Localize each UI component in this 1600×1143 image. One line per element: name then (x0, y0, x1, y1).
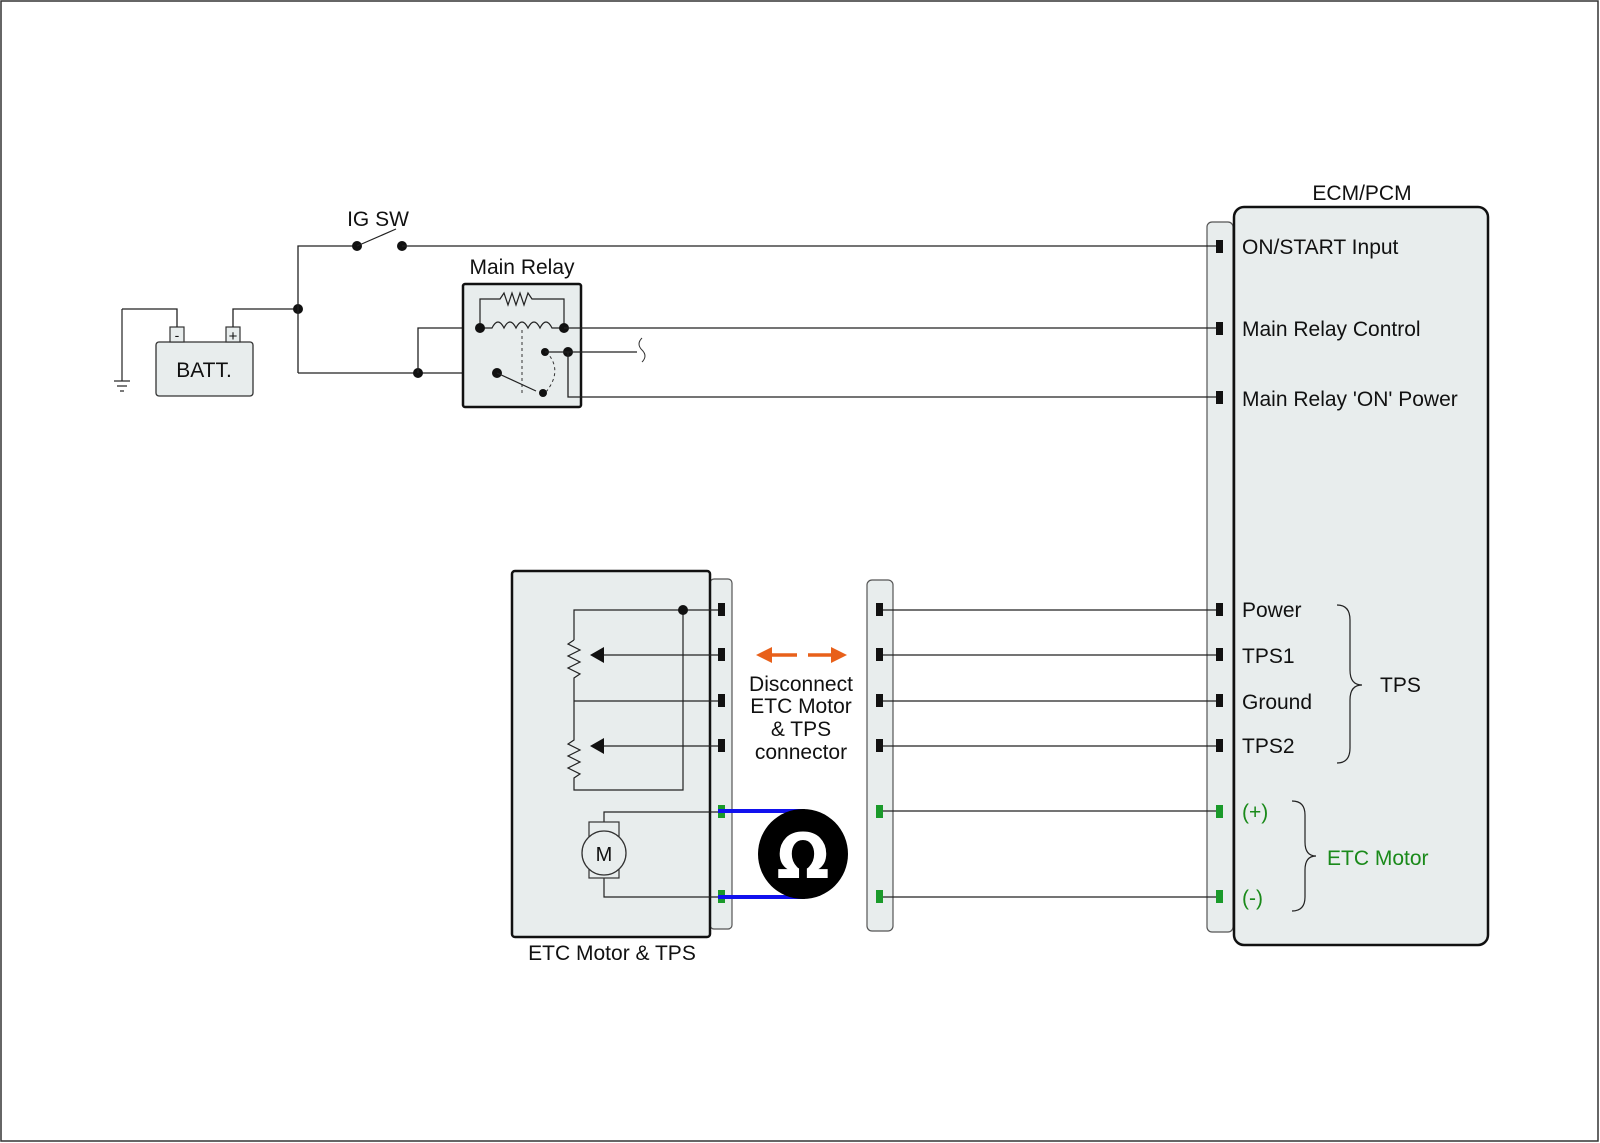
ohm-symbol: Ω (777, 820, 830, 893)
relay-contact-arm (496, 372, 537, 392)
battery-positive-wire (232, 308, 299, 327)
relay-coil (480, 321, 564, 330)
disconnect-arrows (756, 647, 847, 663)
ig-switch: IG SW (347, 208, 409, 251)
motor-neg-wire (603, 878, 722, 898)
main-relay-body (461, 282, 583, 409)
harness-connector-pins (876, 603, 883, 903)
ecm-body (1232, 205, 1490, 947)
tps-group-label: TPS (1380, 674, 1421, 697)
ohm-meter-icon: Ω (758, 809, 848, 899)
battery-body (155, 341, 254, 397)
battery-label: BATT. (176, 359, 232, 382)
motor-icon: M (581, 821, 627, 879)
harness-connector-strip (866, 579, 894, 932)
wire-break-mark (638, 337, 646, 363)
ecm-pin-label: Main Relay Control (1242, 318, 1421, 341)
ecm-pin-label: (+) (1242, 801, 1268, 824)
tps-brace (1336, 604, 1363, 764)
main-relay: Main Relay (461, 256, 583, 409)
ecm-pin-label: TPS1 (1242, 645, 1295, 668)
tps-resistors (566, 610, 684, 791)
disconnect-note: Disconnect ETC Motor & TPS connector (749, 673, 853, 764)
tps1-wiper-arrow (590, 647, 604, 663)
relay-coil-feed-wire (417, 327, 480, 373)
tps2-wiper-arrow (590, 738, 604, 754)
disconnect-line-4: connector (755, 741, 847, 764)
ecm-pin-label: ON/START Input (1242, 236, 1399, 259)
ecm-title: ECM/PCM (1312, 182, 1411, 205)
ecm-pins (1216, 240, 1223, 903)
battery-pos-sign: + (229, 328, 238, 345)
etc-motor-tps-unit: ETC Motor & TPS M (510, 569, 733, 965)
etc-unit-body (510, 569, 712, 939)
etc-unit-label: ETC Motor & TPS (528, 942, 696, 965)
main-relay-label: Main Relay (469, 256, 575, 279)
motor-pos-wire (603, 811, 722, 822)
battery-neg-sign: - (175, 327, 180, 343)
ground-icon (114, 309, 130, 392)
ecm-pin-labels: ON/START Input Main Relay Control Main R… (1242, 236, 1458, 910)
ecm-pin-label: (-) (1242, 887, 1263, 910)
harness-wires (883, 609, 1217, 898)
ecm-pin-label: Ground (1242, 691, 1312, 714)
disconnect-line-1: Disconnect (749, 673, 853, 696)
ecm-pin-label: Main Relay 'ON' Power (1242, 388, 1458, 411)
ig-feed-wire (297, 245, 357, 373)
motor-label: M (596, 844, 613, 866)
ecm-pin-label: Power (1242, 599, 1302, 622)
ecm-pin-label: TPS2 (1242, 735, 1295, 758)
relay-contact-dash (545, 354, 556, 393)
etc-motor-brace (1291, 800, 1317, 912)
etc-unit-connector-strip (709, 578, 733, 930)
main-relay-on-power-wire (567, 352, 1217, 398)
etc-group-label: ETC Motor (1327, 847, 1429, 870)
relay-resistor (479, 291, 565, 328)
tps-power-wire (573, 609, 722, 640)
disconnect-line-2: ETC Motor (750, 695, 852, 718)
ecm-pcm-module: ECM/PCM (1206, 182, 1490, 947)
disconnect-line-3: & TPS (771, 718, 831, 741)
battery: - + BATT. (155, 326, 254, 397)
battery-ground-wire (122, 308, 178, 327)
ig-switch-label: IG SW (347, 208, 409, 231)
